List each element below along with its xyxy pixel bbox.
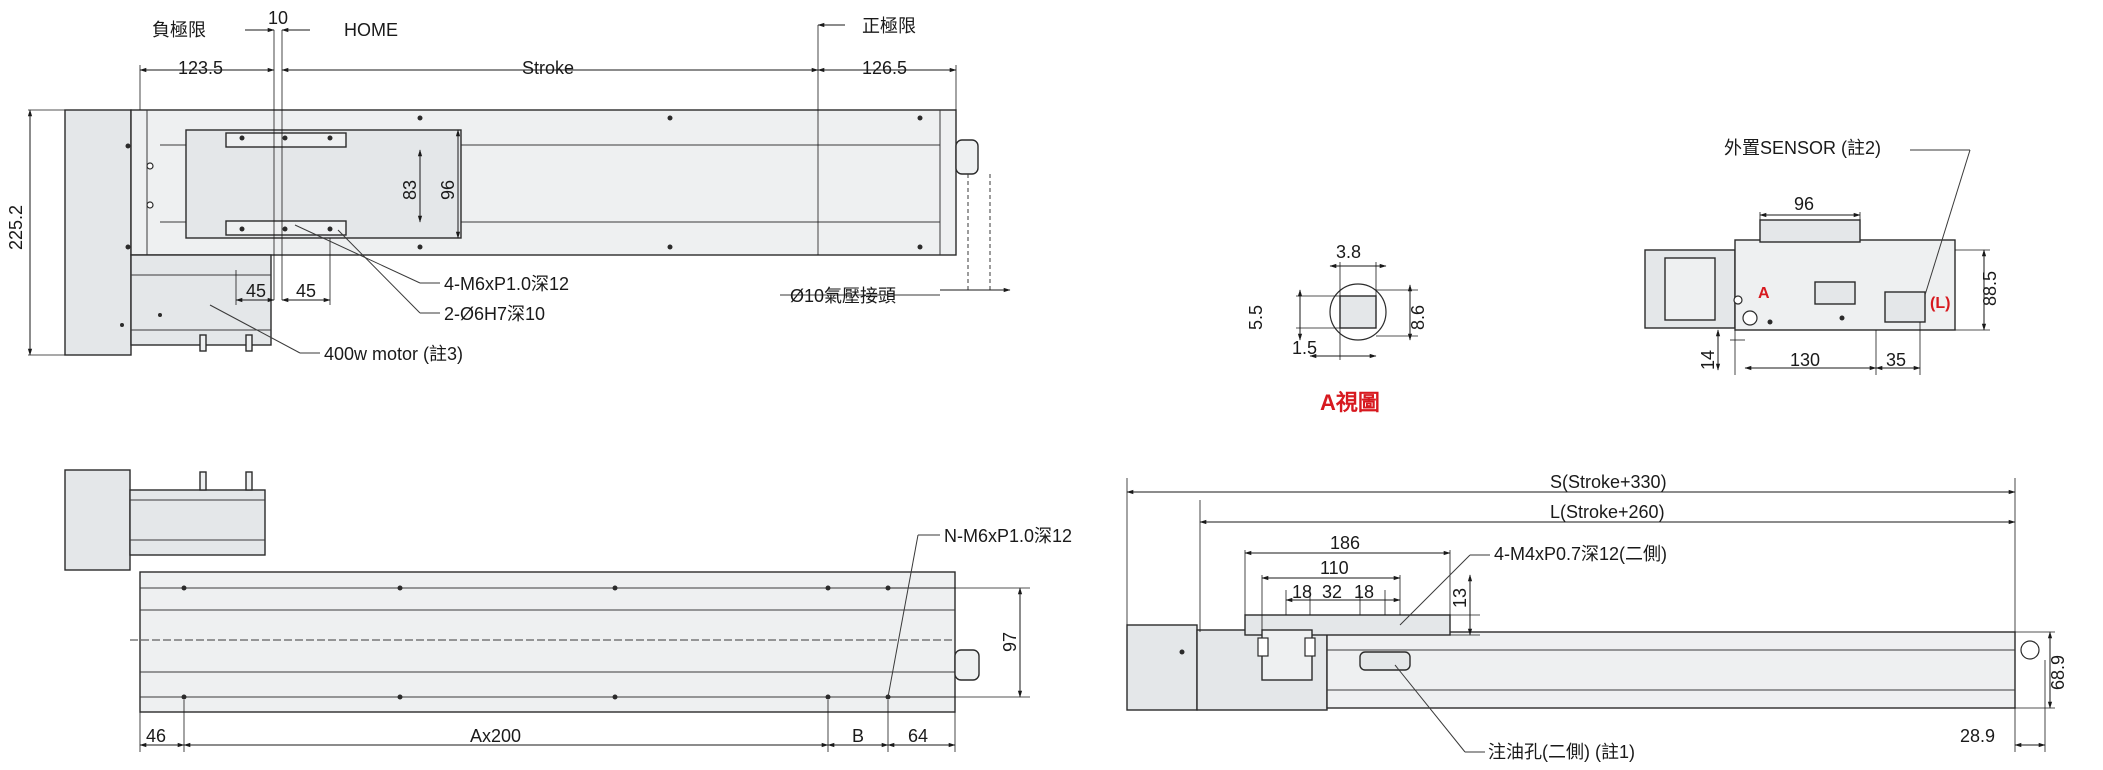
left-offset-label: 123.5 — [178, 58, 223, 78]
side-carriage-height: 13 — [1450, 588, 1470, 608]
a-view-outer-label: 8.6 — [1408, 305, 1428, 330]
side-length-label: L(Stroke+260) — [1550, 502, 1665, 522]
end-offset-label: 35 — [1886, 350, 1906, 370]
a-view-offset-label: 1.5 — [1292, 338, 1317, 358]
side-view — [1126, 478, 2055, 753]
top-view — [27, 22, 1011, 356]
tapped-holes-label: 4-M6xP1.0深12 — [444, 274, 569, 294]
sensor-label: 外置SENSOR (註2) — [1724, 138, 1881, 158]
bottom-b-label: B — [852, 726, 864, 746]
side-carriage-label: 186 — [1330, 533, 1360, 553]
pitch-left-label: 45 — [246, 281, 266, 301]
inner-width-label: 83 — [400, 180, 420, 200]
side-pitch-c: 18 — [1354, 582, 1374, 602]
side-lube-label: 注油孔(二側) (註1) — [1488, 742, 1635, 762]
bottom-motor-housing — [129, 489, 266, 556]
home-offset-label: 10 — [268, 8, 288, 28]
end-marker-a: A — [1758, 285, 1770, 302]
end-carriage-width-label: 96 — [1794, 194, 1814, 214]
end-height-label: 88.5 — [1980, 271, 2000, 306]
motor-label: 400w motor (註3) — [324, 344, 463, 364]
bottom-right-offset: 64 — [908, 726, 928, 746]
side-pitch-b: 32 — [1322, 582, 1342, 602]
right-offset-label: 126.5 — [862, 58, 907, 78]
pos-limit-label: 正極限 — [862, 16, 916, 36]
bottom-hole-span: 97 — [1000, 632, 1020, 652]
home-label: HOME — [344, 20, 398, 40]
side-inner-label: 110 — [1320, 558, 1349, 578]
motor-block — [64, 109, 132, 356]
pin-holes-label: 2-Ø6H7深10 — [444, 304, 545, 324]
bottom-motor-block — [64, 469, 131, 571]
bottom-view — [64, 469, 1030, 752]
a-view-width-label: 3.8 — [1336, 242, 1361, 262]
carriage-width-label: 96 — [438, 180, 458, 200]
stroke-label: Stroke — [522, 58, 574, 78]
bottom-taps-label: N-M6xP1.0深12 — [944, 526, 1072, 546]
a-view-height-label: 5.5 — [1246, 305, 1266, 330]
height-label: 225.2 — [6, 205, 26, 250]
bottom-actuator-body — [139, 571, 956, 713]
side-body — [1326, 631, 2016, 709]
side-pitch-a: 18 — [1292, 582, 1312, 602]
side-taps-label: 4-M4xP0.7深12(二側) — [1494, 544, 1667, 564]
neg-limit-label: 負極限 — [152, 20, 206, 40]
pitch-right-label: 45 — [296, 281, 316, 301]
side-height-label: 68.9 — [2048, 655, 2068, 690]
end-view — [1644, 149, 1990, 375]
end-marker-l: (L) — [1930, 295, 1950, 312]
side-total-label: S(Stroke+330) — [1550, 472, 1667, 492]
side-end-offset: 28.9 — [1960, 726, 1995, 746]
a-view — [1296, 262, 1418, 360]
bottom-pitch-label: Ax200 — [470, 726, 521, 746]
end-carriage — [1759, 219, 1861, 243]
end-width-label: 130 — [1790, 350, 1820, 370]
bottom-left-offset: 46 — [146, 726, 166, 746]
air-fitting-label: Ø10氣壓接頭 — [790, 286, 896, 306]
side-motor — [1126, 624, 1198, 711]
a-view-title: A視圖 — [1320, 390, 1380, 415]
end-base-label: 14 — [1698, 350, 1718, 370]
air-fitting — [955, 139, 979, 175]
slider-carriage — [185, 129, 462, 239]
